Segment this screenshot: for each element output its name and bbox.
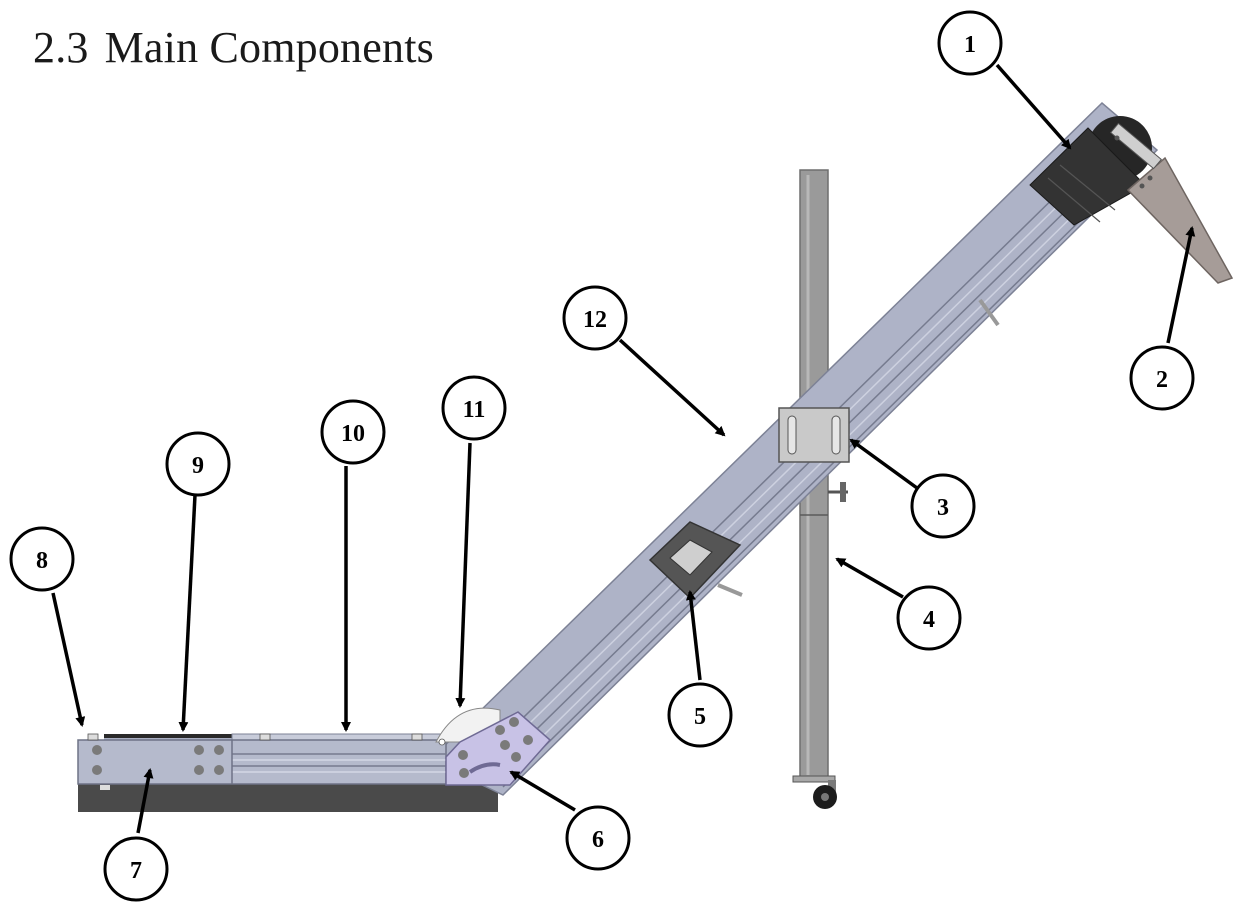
arrow-2: [1166, 226, 1196, 344]
callout-11-label: 11: [463, 397, 486, 423]
callout-9: 9: [165, 431, 231, 497]
callout-5-label: 5: [694, 704, 706, 730]
callout-12-label: 12: [583, 307, 607, 333]
arrow-5: [685, 590, 702, 681]
section-title: Main Components: [104, 23, 434, 72]
arrow-8: [51, 592, 86, 727]
base-plate: [78, 782, 498, 812]
callout-1-label: 1: [964, 32, 976, 58]
callout-6: 6: [565, 805, 631, 871]
arrow-9: [178, 494, 197, 732]
callout-12: 12: [562, 285, 628, 351]
horizontal-conveyor: [77, 733, 448, 790]
column-clamp: [778, 407, 850, 502]
arrow-7: [136, 768, 154, 834]
callout-1: 1: [937, 10, 1003, 76]
leader-arrows: [51, 63, 1196, 834]
callout-7: 7: [103, 836, 169, 902]
callout-2: 2: [1129, 345, 1195, 411]
callout-11: 11: [441, 375, 507, 441]
arrow-1: [995, 63, 1072, 150]
callout-7-label: 7: [130, 858, 142, 884]
arrow-6: [509, 770, 576, 812]
callout-4: 4: [896, 585, 962, 651]
arrow-11: [455, 442, 472, 708]
callout-5: 5: [667, 682, 733, 748]
section-number: 2.3: [33, 23, 89, 72]
callout-10-label: 10: [341, 421, 365, 447]
callout-6-label: 6: [592, 827, 604, 853]
transfer-plate: [445, 711, 552, 786]
callout-8: 8: [9, 526, 75, 592]
tension-block: [648, 521, 743, 600]
callout-2-label: 2: [1156, 367, 1168, 393]
arrow-3: [849, 438, 919, 490]
callout-3-label: 3: [937, 495, 949, 521]
section-heading: 2.3 Main Components: [33, 22, 434, 73]
arrow-4: [835, 557, 904, 599]
discharge-chute: [1109, 122, 1233, 284]
callout-9-label: 9: [192, 453, 204, 479]
callout-10: 10: [320, 399, 386, 465]
callout-8-label: 8: [36, 548, 48, 574]
callout-4-label: 4: [923, 607, 935, 633]
arrow-12: [618, 338, 726, 437]
callout-3: 3: [910, 473, 976, 539]
